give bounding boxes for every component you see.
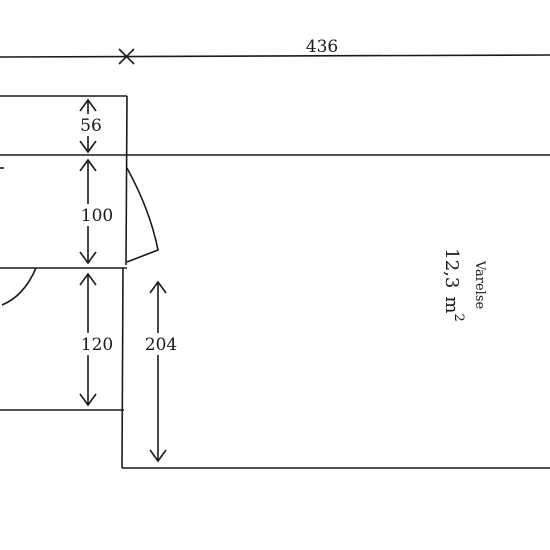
room-name: Varelse bbox=[472, 260, 487, 310]
dimension-label-100: 100 bbox=[81, 206, 113, 226]
room-area-unit: m bbox=[441, 296, 462, 313]
tick-mark-x bbox=[118, 48, 135, 65]
room-area: 12,3 m2 bbox=[441, 248, 466, 321]
dimension-label-204: 204 bbox=[145, 335, 177, 355]
top-dimension-line bbox=[0, 54, 550, 58]
room-area-value: 12,3 bbox=[441, 248, 462, 288]
door-swing-arc-left bbox=[1, 267, 37, 306]
room-label: Varelse 12,3 m2 bbox=[441, 248, 487, 321]
dimension-label-436: 436 bbox=[306, 37, 338, 57]
dimension-label-56: 56 bbox=[80, 116, 102, 136]
room-area-exponent: 2 bbox=[451, 313, 466, 321]
wall-vertical-small bbox=[125, 95, 128, 266]
wall-main-vertical bbox=[121, 267, 124, 469]
dimension-arrow-204 bbox=[149, 280, 167, 463]
door-swing-arc bbox=[126, 167, 159, 263]
dimension-label-120: 120 bbox=[81, 335, 113, 355]
